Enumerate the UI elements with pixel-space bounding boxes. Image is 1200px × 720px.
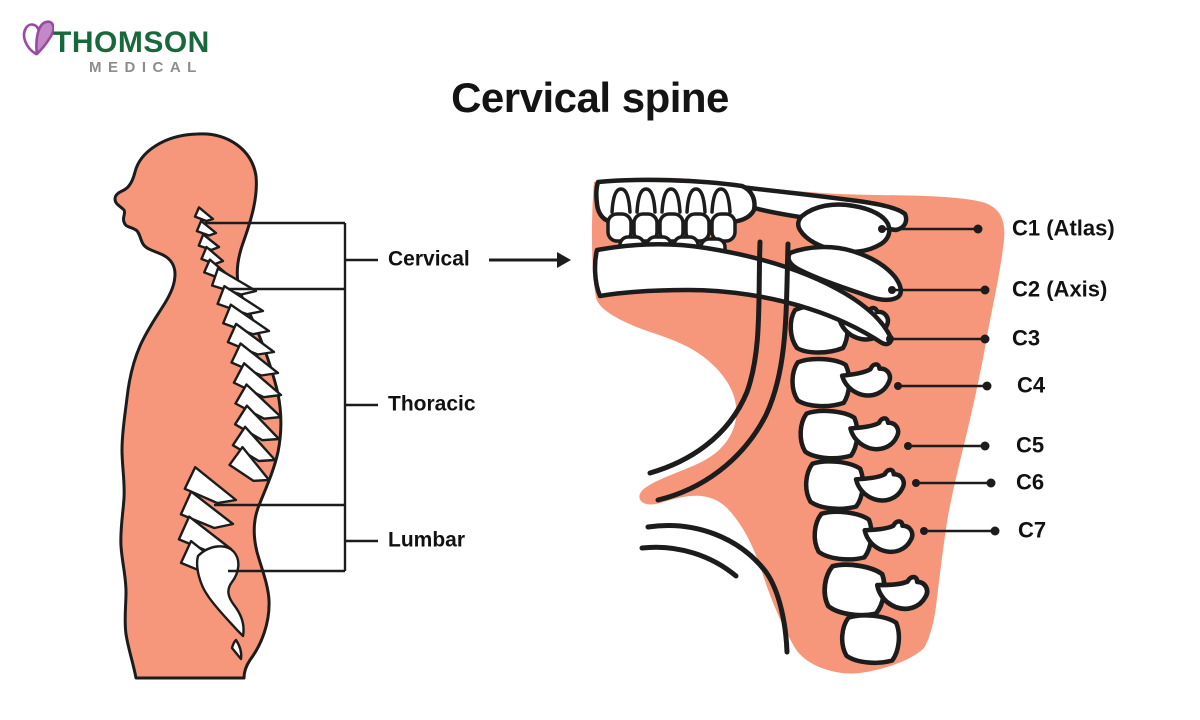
leader-lines	[878, 224, 1000, 536]
label-c1: C1 (Atlas)	[1012, 215, 1115, 241]
label-c2: C2 (Axis)	[1012, 276, 1108, 302]
vertebra-wedge	[228, 445, 271, 482]
vertebra-wedge	[231, 425, 277, 463]
vertebra-wedge	[195, 219, 218, 237]
label-c3: C3	[1012, 325, 1041, 351]
zoom-arrow	[489, 252, 571, 268]
label-c5: C5	[1016, 432, 1045, 458]
vertebra-wedge	[233, 404, 281, 442]
label-c7: C7	[1018, 517, 1047, 543]
vertebra-wedge	[193, 206, 215, 223]
vertebra-wedge	[232, 362, 283, 399]
vertebra-wedge	[200, 245, 225, 266]
spine-vertebrae	[177, 206, 283, 577]
region-bracket	[205, 221, 378, 573]
vertebra-t1-lower	[839, 613, 902, 666]
mandible	[592, 242, 894, 347]
butterfly-icon	[22, 20, 54, 56]
label-c4: C4	[1017, 372, 1046, 398]
coccyx	[230, 638, 243, 661]
upper-teeth-roots	[610, 187, 732, 214]
region-label-cervical: Cervical	[388, 247, 470, 271]
sacrum	[195, 545, 245, 638]
vertebra-c1	[796, 202, 892, 255]
vertebra-wedge	[183, 466, 238, 505]
label-c6: C6	[1016, 469, 1045, 495]
cervical-spine-figure	[591, 177, 1005, 674]
brand-name: THOMSON	[53, 26, 210, 59]
region-label-thoracic: Thoracic	[388, 392, 476, 416]
page-title: Cervical spine	[451, 74, 729, 121]
vertebra-wedge	[234, 383, 283, 420]
vertebra-wedge	[197, 233, 221, 252]
body-silhouette-figure	[113, 132, 571, 680]
region-label-lumbar: Lumbar	[388, 528, 466, 552]
spinal-cord-lines	[639, 239, 791, 655]
brand-logo: THOMSON MEDICAL	[20, 14, 250, 80]
brand-subtitle: MEDICAL	[89, 59, 203, 76]
